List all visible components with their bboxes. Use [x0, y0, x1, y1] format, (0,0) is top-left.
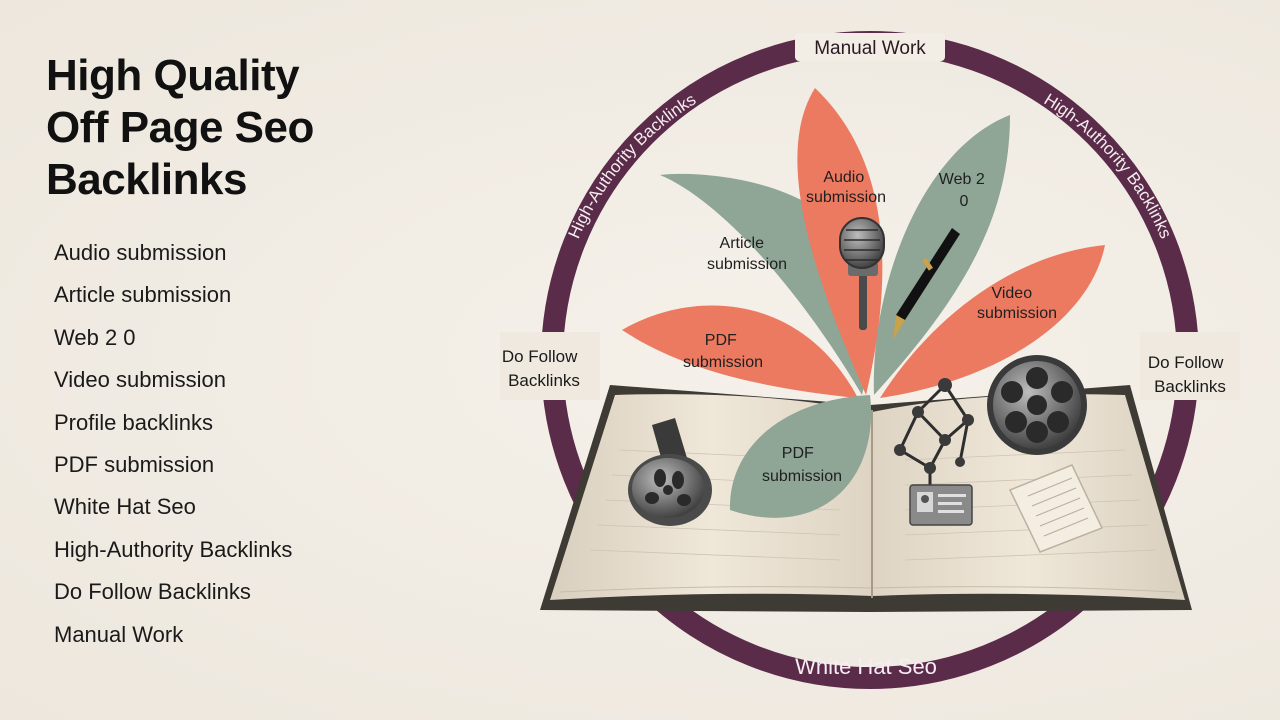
- cassette-icon: [628, 418, 712, 526]
- ring-label-left: Do Follow Backlinks: [502, 347, 582, 390]
- list-item: PDF submission: [54, 452, 215, 478]
- petal-label-video: Video submission: [977, 285, 1057, 322]
- petal-labels: Audio submission Web 2 0 Article submiss…: [683, 169, 1057, 485]
- petal-label-article: Article submission: [707, 235, 787, 273]
- list-item: Article submission: [54, 282, 232, 308]
- list-item: Video submission: [54, 367, 227, 393]
- ring-label-right: Do Follow Backlinks: [1148, 353, 1228, 396]
- list-item: Profile backlinks: [54, 409, 213, 435]
- fountain-pen-icon: [893, 228, 960, 340]
- list-item: Audio submission: [54, 240, 227, 265]
- petal-label-web2: Web 2 0: [939, 171, 989, 210]
- list-item: Manual Work: [54, 621, 184, 647]
- microphone-icon: [839, 217, 885, 330]
- title-line-2: Off Page Seo: [46, 103, 314, 152]
- petal-label-audio: Audio submission: [806, 169, 886, 206]
- list-item: High-Authority Backlinks: [54, 536, 293, 562]
- ring-label-bottom: White Hat Seo: [795, 654, 937, 679]
- petal-pdf-left: [622, 305, 858, 398]
- petal-label-pdf-center: PDF submission: [762, 445, 842, 485]
- petal-pdf-center: [729, 395, 872, 518]
- left-panel: High Quality Off Page Seo Backlinks Audi…: [46, 50, 466, 656]
- list-item: Do Follow Backlinks: [54, 579, 251, 605]
- molecule-network-icon: [894, 378, 974, 485]
- petal-label-pdf-left: PDF submission: [683, 332, 763, 371]
- document-icon: [1008, 464, 1104, 553]
- title-line-3: Backlinks: [46, 155, 247, 204]
- ring-label-top: Manual Work: [814, 38, 926, 59]
- page-title: High Quality Off Page Seo Backlinks: [46, 50, 466, 206]
- seo-illustration: Manual Work High-Authority Backlinks Hig…: [500, 31, 1240, 689]
- list-item: White Hat Seo: [54, 494, 196, 520]
- list-item: Web 2 0: [54, 324, 136, 350]
- feature-list: Audio submission Article submission Web …: [54, 232, 466, 656]
- film-reel-icon: [987, 355, 1087, 455]
- title-line-1: High Quality: [46, 51, 300, 100]
- petal-video: [880, 245, 1105, 398]
- id-badge-icon: [909, 484, 973, 526]
